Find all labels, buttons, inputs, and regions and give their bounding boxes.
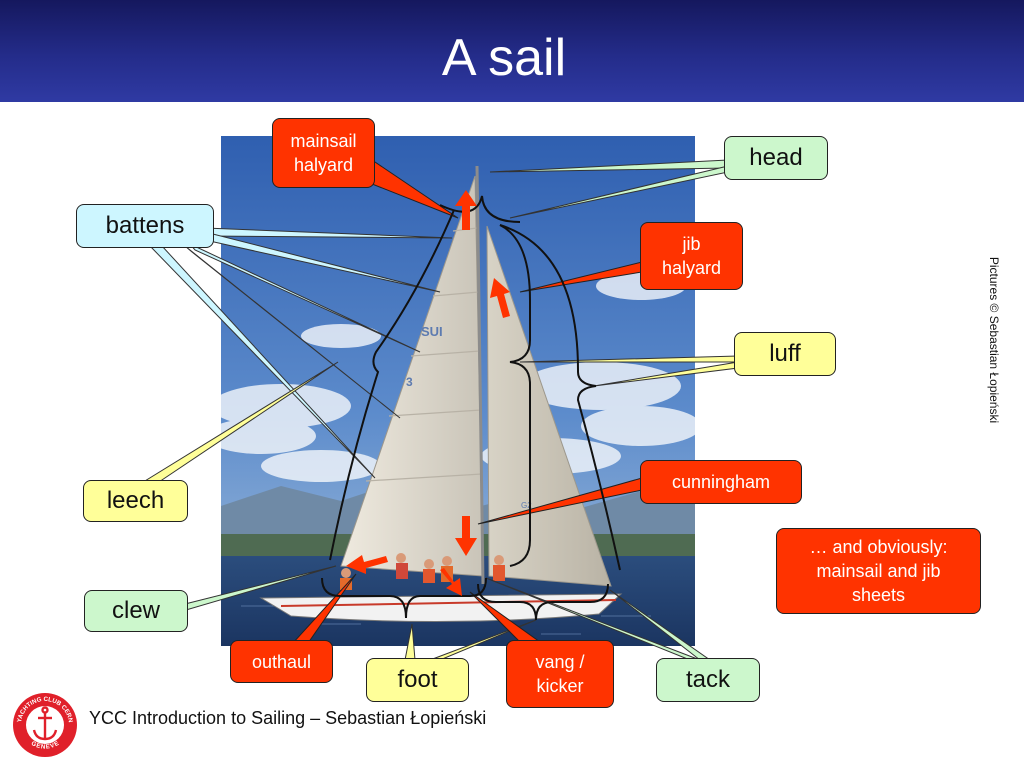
sailboat-illustration: SUI 3 G2 bbox=[221, 136, 695, 646]
photo-credit: Pictures © Sebastian Łopieński bbox=[987, 256, 1001, 424]
anchor-icon bbox=[32, 706, 58, 741]
jib-halyard-label: jib halyard bbox=[640, 222, 743, 290]
clew-label: clew bbox=[84, 590, 188, 632]
sail-number-small: 3 bbox=[406, 375, 413, 389]
luff-label: luff bbox=[734, 332, 836, 376]
leech-label: leech bbox=[83, 480, 188, 522]
sheets-note-label: … and obviously: mainsail and jib sheets bbox=[776, 528, 981, 614]
logo-bottom-text: GENEVE bbox=[30, 740, 60, 751]
tack-label: tack bbox=[656, 658, 760, 702]
cunningham-label: cunningham bbox=[640, 460, 802, 504]
yacht-club-logo: YACHTING CLUB CERN GENEVE bbox=[13, 693, 77, 757]
mainsail-halyard-label: mainsail halyard bbox=[272, 118, 375, 188]
vang-kicker-label: vang / kicker bbox=[506, 640, 614, 708]
jib-mark: G2 bbox=[521, 501, 532, 510]
head-label: head bbox=[724, 136, 828, 180]
slide-title: A sail bbox=[441, 29, 567, 87]
title-bar bbox=[0, 0, 1024, 102]
sailboat-photo: SUI 3 G2 bbox=[221, 136, 695, 646]
battens-label: battens bbox=[76, 204, 214, 248]
footer-text: YCC Introduction to Sailing – Sebastian … bbox=[89, 708, 487, 728]
sail-number: SUI bbox=[421, 324, 443, 339]
foot-label: foot bbox=[366, 658, 469, 702]
outhaul-label: outhaul bbox=[230, 640, 333, 683]
